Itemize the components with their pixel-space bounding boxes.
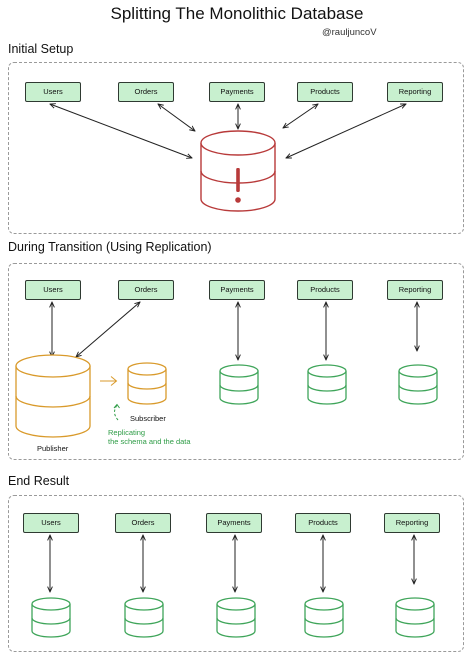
subscriber-database [127,362,167,405]
payments-database-end [216,597,256,638]
page-title: Splitting The Monolithic Database [110,4,364,23]
subscriber-label: Subscriber [130,414,166,423]
arrow-reporting-monolith [286,104,406,158]
service-box-products-end: Products [295,513,351,533]
service-box-users-end: Users [23,513,79,533]
service-box-reporting-initial: Reporting [387,82,443,102]
author-handle: @rauljuncoV [322,27,377,38]
service-box-orders-initial: Orders [118,82,174,102]
users-database-end [31,597,71,638]
arrow-orders-monolith [158,104,195,131]
replication-arrow [100,376,118,386]
service-box-orders-transition: Orders [118,280,174,300]
transition-panel [8,263,464,460]
reporting-database-transition [398,364,438,405]
section-label-transition: During Transition (Using Replication) [8,240,212,254]
arrow-users-monolith [50,104,192,158]
service-box-orders-end: Orders [115,513,171,533]
replication-note-line1: Replicating [108,428,146,437]
publisher-database [15,354,91,438]
arrow-orders-publisher [76,302,140,357]
replication-note-line2: the schema and the data [108,437,191,446]
service-box-products-transition: Products [297,280,353,300]
service-box-reporting-transition: Reporting [387,280,443,300]
service-box-users-initial: Users [25,82,81,102]
service-box-users-transition: Users [25,280,81,300]
section-label-end-result: End Result [8,474,70,488]
publisher-label: Publisher [37,444,69,453]
orders-database-end [124,597,164,638]
end-result-panel [8,495,464,652]
replication-note-pointer [114,404,119,421]
service-box-payments-end: Payments [206,513,262,533]
payments-database-transition [219,364,259,405]
service-box-products-initial: Products [297,82,353,102]
service-box-payments-initial: Payments [209,82,265,102]
products-database-end [304,597,344,638]
service-box-payments-transition: Payments [209,280,265,300]
warning-exclamation-icon [235,168,241,203]
section-label-initial-setup: Initial Setup [8,42,74,56]
reporting-database-end [395,597,435,638]
initial-setup-panel [8,62,464,234]
service-box-reporting-end: Reporting [384,513,440,533]
products-database-transition [307,364,347,405]
arrow-products-monolith [283,104,318,128]
